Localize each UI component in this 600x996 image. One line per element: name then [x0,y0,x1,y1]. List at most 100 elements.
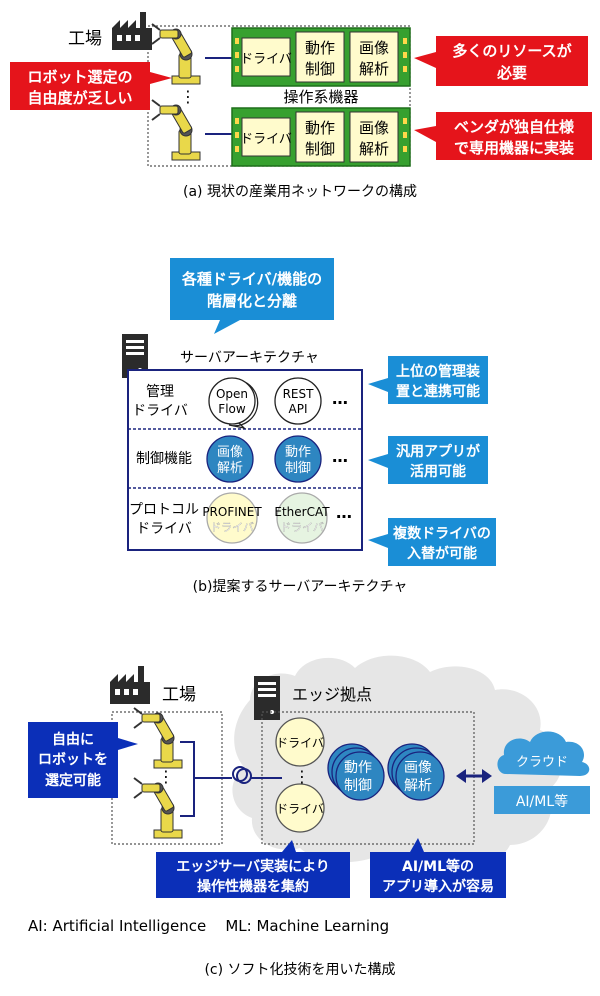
svg-text:入替が可能: 入替が可能 [407,545,477,562]
bidirectional-arrow-icon [456,769,492,783]
driver-bubble: ドライバ [275,717,325,767]
row-label-protocol-2: ドライバ [136,521,192,537]
callout-upper-management: 上位の管理装 置と連携可能 [368,356,488,404]
svg-text:制御: 制御 [285,461,311,476]
section-c: 工場 エッジ拠点 ⋮ ドライバ ⋮ ドライバ 動作 [28,655,590,978]
svg-text:EtherCAT: EtherCAT [274,505,330,519]
svg-text:各種ドライバ/機能の: 各種ドライバ/機能の [181,270,322,288]
svg-text:動作: 動作 [285,445,311,460]
svg-text:置と連携可能: 置と連携可能 [396,383,480,400]
svg-text:アプリ導入が容易: アプリ導入が容易 [382,878,494,895]
robot-bus-lines [180,741,232,817]
chip-driver-label: ドライバ [240,52,292,67]
svg-text:活用可能: 活用可能 [410,463,466,480]
ellipsis: … [332,447,348,466]
svg-text:AI/ML等の: AI/ML等の [402,858,474,875]
svg-text:PROFINET: PROFINET [202,505,262,519]
vertical-ellipsis: ⋮ [158,767,174,786]
row-label-management-2: ドライバ [132,403,188,419]
svg-text:ドライバ: ドライバ [276,736,324,750]
chip-image-line1: 画像 [359,119,389,137]
image-analysis-bubble: 画像 解析 [206,435,254,483]
openflow-bubble: Open Flow [208,377,259,430]
fiber-loop-icon [232,766,252,784]
callout-vendor: ベンダが独自仕様 で専用機器に実装 [414,112,592,160]
svg-text:上位の管理装: 上位の管理装 [396,363,481,380]
callout-layering: 各種ドライバ/機能の 階層化と分離 [170,258,334,334]
svg-text:ベンダが独自仕様: ベンダが独自仕様 [454,118,575,136]
vertical-ellipsis: ⋮ [294,767,310,786]
svg-text:Flow: Flow [218,402,246,416]
robot-icon [151,99,201,161]
svg-text:画像: 画像 [404,760,432,776]
callout-edge-server: エッジサーバ実装により 操作性機器を集約 [156,840,350,898]
svg-text:動作: 動作 [344,760,372,776]
factory-icon [112,12,152,50]
section-a: 工場 ⋮ ドライバ 動作 制御 画像 解析 操作系機器 ドライバ 動作 制御 画… [10,12,592,200]
ai-ml-label: AI/ML等 [516,793,568,810]
svg-text:ドライバ: ドライバ [276,802,324,816]
cloud-label: クラウド [516,755,568,770]
svg-text:必要: 必要 [496,64,527,82]
caption-c: (c) ソフト化技術を用いた構成 [204,962,395,978]
svg-text:自由に: 自由に [52,731,94,748]
chip-driver-label: ドライバ [240,132,292,147]
svg-text:解析: 解析 [404,778,432,794]
factory-icon [110,666,150,704]
factory-label: 工場 [162,685,196,705]
svg-text:REST: REST [283,387,315,401]
row-label-protocol-1: プロトコル [129,502,199,518]
abbreviations: AI: Artificial Intelligence ML: Machine … [28,917,389,935]
svg-text:多くのリソースが: 多くのリソースが [452,42,572,60]
svg-text:自由度が乏しい: 自由度が乏しい [27,89,132,107]
cloud-service-icon: クラウド AI/ML等 [494,731,590,814]
svg-text:制御: 制御 [344,778,372,794]
ethercat-bubble: EtherCAT ドライバ [274,492,330,544]
section-b: 各種ドライバ/機能の 階層化と分離 サーバアーキテクチャ 管理 ドライバ 制御機… [122,258,496,595]
ellipsis: … [332,389,348,408]
svg-text:ドライバ: ドライバ [280,521,324,534]
profinet-bubble: PROFINET ドライバ [202,492,262,544]
caption-b: (b)提案するサーバアーキテクチャ [193,578,408,595]
caption-a: (a) 現状の産業用ネットワークの構成 [183,184,417,200]
callout-resources: 多くのリソースが 必要 [414,36,588,86]
row-label-control: 制御機能 [136,451,192,467]
callout-free-robot: 自由に ロボットを 選定可能 [28,722,138,798]
server-title: サーバアーキテクチャ [180,350,319,366]
driver-bubble: ドライバ [275,783,325,833]
callout-driver-swap: 複数ドライバの 入替が可能 [368,518,496,566]
ellipsis: … [336,503,352,522]
svg-text:汎用アプリが: 汎用アプリが [396,443,481,460]
svg-text:ロボットを: ロボットを [38,752,108,768]
svg-text:選定可能: 選定可能 [45,772,101,789]
row-label-management-1: 管理 [146,384,174,400]
chip-image-line1: 画像 [359,39,389,57]
chip-image-line2: 解析 [359,140,389,158]
svg-text:解析: 解析 [217,461,243,476]
svg-text:API: API [289,402,308,416]
svg-text:Open: Open [216,387,248,401]
chip-motion-line1: 動作 [305,39,335,57]
rest-api-bubble: REST API [274,377,322,425]
equipment-board: ドライバ 動作 制御 画像 解析 [231,107,411,167]
svg-text:で専用機器に実装: で専用機器に実装 [454,139,575,157]
operation-equipment-label: 操作系機器 [283,88,358,106]
motion-control-stack: 動作 制御 [327,743,385,801]
server-icon [254,676,280,720]
image-analysis-stack: 画像 解析 [387,743,445,801]
svg-text:複数ドライバの: 複数ドライバの [392,525,491,542]
svg-text:操作性機器を集約: 操作性機器を集約 [197,878,309,895]
svg-text:ロボット選定の: ロボット選定の [27,68,132,86]
equipment-board: ドライバ 動作 制御 画像 解析 [231,27,411,87]
svg-text:ドライバ: ドライバ [210,521,254,534]
motion-control-bubble: 動作 制御 [274,435,322,483]
vertical-ellipsis: ⋮ [180,87,196,106]
chip-motion-line2: 制御 [305,60,335,78]
svg-text:画像: 画像 [217,445,243,460]
callout-general-apps: 汎用アプリが 活用可能 [368,436,488,484]
svg-text:階層化と分離: 階層化と分離 [207,292,297,310]
chip-image-line2: 解析 [359,60,389,78]
svg-text:エッジサーバ実装により: エッジサーバ実装により [176,858,330,875]
callout-robot-choice: ロボット選定の 自由度が乏しい [10,62,172,110]
factory-label: 工場 [68,29,102,49]
